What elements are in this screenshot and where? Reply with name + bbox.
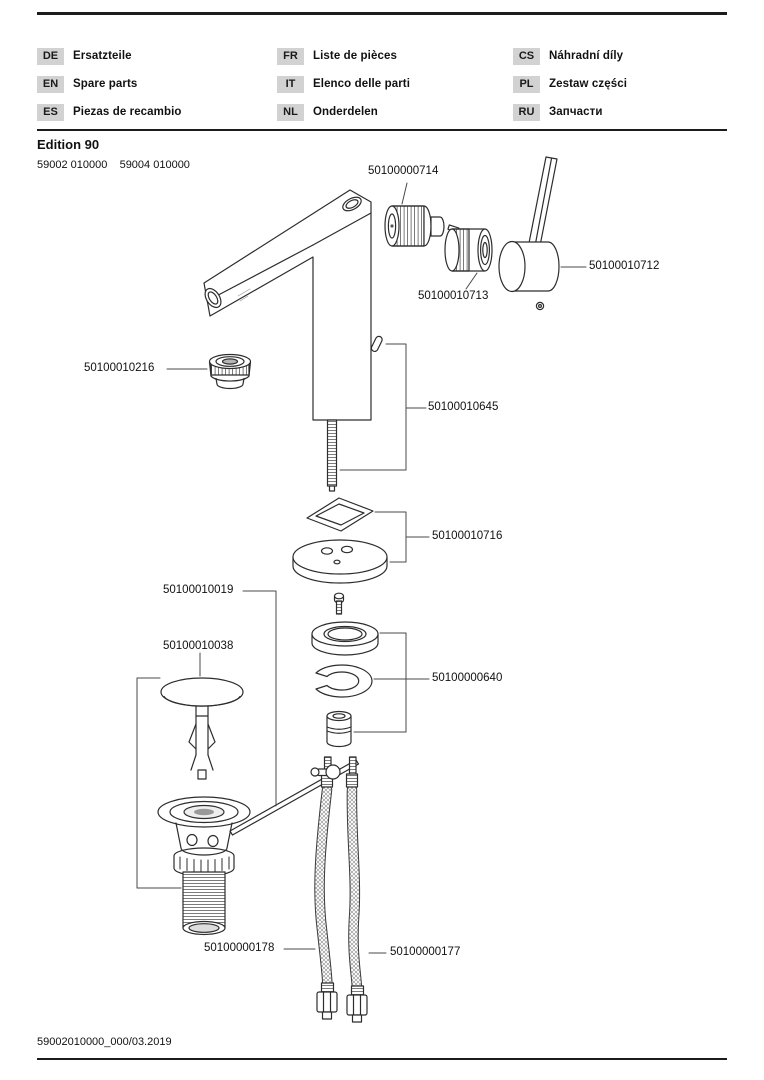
part-number-label: 50100010713 xyxy=(418,290,489,302)
language-label: Elenco delle parti xyxy=(313,78,411,90)
handle-drawing xyxy=(498,156,560,311)
language-entry: IT Elenco delle parti xyxy=(277,70,513,98)
language-label: Piezas de recambio xyxy=(73,106,182,118)
language-code-badge: EN xyxy=(37,75,64,93)
language-entry: PL Zestaw części xyxy=(513,70,727,98)
language-code-badge: ES xyxy=(37,103,64,121)
language-entry: RU Запчасти xyxy=(513,98,727,126)
faucet-body-drawing xyxy=(203,189,372,421)
language-code-badge: PL xyxy=(513,75,540,93)
gasket-drawing xyxy=(306,497,374,532)
bottom-rule xyxy=(37,1058,727,1060)
language-entry: CS Náhradní díly xyxy=(513,42,727,70)
language-code-badge: CS xyxy=(513,47,540,65)
language-entry: DE Ersatzteile xyxy=(37,42,277,70)
part-number-label: 50100010712 xyxy=(589,260,660,272)
language-label: Spare parts xyxy=(73,78,138,90)
language-entry: NL Onderdelen xyxy=(277,98,513,126)
product-series-title: Edition 90 xyxy=(37,137,100,152)
product-model-codes: 59002 010000 59004 010000 xyxy=(37,159,190,171)
part-number-label: 50100010716 xyxy=(432,530,503,542)
part-number-label: 50100010019 xyxy=(163,584,234,596)
language-label: Ersatzteile xyxy=(73,50,132,62)
base-plate-drawing xyxy=(292,539,388,584)
rod-ball-joint-drawing xyxy=(310,764,341,780)
language-label: Liste de pièces xyxy=(313,50,397,62)
part-number-label: 50100000640 xyxy=(432,672,503,684)
top-rule xyxy=(37,12,727,15)
language-entry: EN Spare parts xyxy=(37,70,277,98)
guide-cylinder-drawing xyxy=(326,710,352,748)
language-code-badge: RU xyxy=(513,103,540,121)
language-entry: ES Piezas de recambio xyxy=(37,98,277,126)
supply-hoses-drawing xyxy=(314,756,368,1023)
sleeve-drawing xyxy=(444,228,493,272)
language-code-badge: IT xyxy=(277,75,304,93)
leader-lines xyxy=(136,182,587,954)
language-label: Náhradní díly xyxy=(549,50,624,62)
header-divider-rule xyxy=(37,129,727,131)
language-label: Onderdelen xyxy=(313,106,378,118)
aerator-drawing xyxy=(208,353,252,390)
part-number-label: 50100010038 xyxy=(163,640,234,652)
drain-set-drawing xyxy=(157,677,251,936)
mounting-ring-drawing xyxy=(311,621,379,656)
part-number-label: 50100000177 xyxy=(390,946,461,958)
fixing-screw-drawing xyxy=(333,592,345,615)
language-code-badge: DE xyxy=(37,47,64,65)
language-legend: DE Ersatzteile EN Spare parts ES Piezas … xyxy=(37,42,727,126)
clamp-drawing xyxy=(315,664,373,698)
language-entry: FR Liste de pièces xyxy=(277,42,513,70)
language-label: Zestaw części xyxy=(549,78,628,90)
part-number-label: 50100000178 xyxy=(204,942,275,954)
threaded-rod-drawing xyxy=(326,419,338,492)
document-code: 59002010000_000/03.2019 xyxy=(37,1036,172,1048)
language-code-badge: FR xyxy=(277,47,304,65)
part-number-label: 50100010645 xyxy=(428,401,499,413)
language-code-badge: NL xyxy=(277,103,304,121)
retainer-pin-drawing xyxy=(370,335,383,353)
language-label: Запчасти xyxy=(549,106,603,118)
part-number-label: 50100000714 xyxy=(368,165,439,177)
part-number-label: 50100010216 xyxy=(84,362,155,374)
